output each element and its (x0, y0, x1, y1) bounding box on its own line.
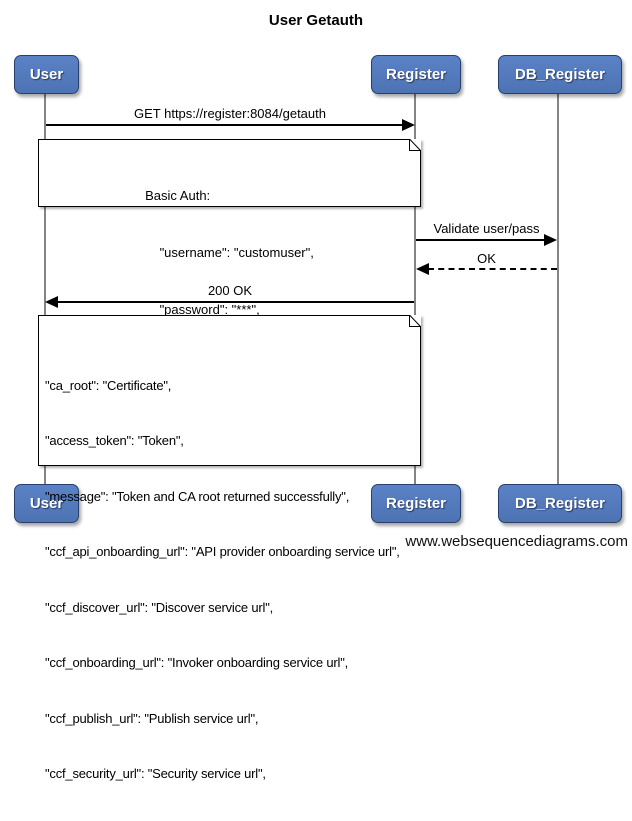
lifeline-user (44, 92, 46, 484)
note-line: "message": "Token and CA root returned s… (45, 488, 350, 504)
websequencediagrams-watermark: www.websequencediagrams.com (405, 533, 628, 550)
arrowhead-right-icon (402, 119, 415, 131)
note-line: "ccf_api_onboarding_url": "API provider … (45, 544, 400, 559)
message-line-ok-dashed (428, 268, 557, 270)
actor-db-register-top: DB_Register (498, 55, 622, 94)
note-line: "ccf_security_url": "Security service ur… (45, 766, 266, 781)
sequence-diagram: User Getauth User Register DB_Register G… (14, 12, 628, 781)
lifeline-db-register (557, 92, 559, 484)
actor-db-register-bottom: DB_Register (498, 484, 622, 523)
note-line: "username": "customuser", (145, 245, 314, 260)
note-basic-auth-text: Basic Auth: "username": "customuser", "p… (145, 148, 314, 357)
message-line-validate (416, 239, 546, 241)
note-folded-corner-icon (409, 315, 421, 327)
message-line-200-ok (57, 301, 414, 303)
note-line: Basic Auth: (145, 188, 211, 203)
actor-user-top: User (14, 55, 79, 94)
note-line: "password": "***", (145, 302, 260, 317)
message-label-validate: Validate user/pass (433, 221, 540, 236)
actor-register-top: Register (371, 55, 461, 94)
message-label-ok: OK (477, 251, 496, 266)
arrowhead-left-icon (416, 263, 429, 275)
note-line: "access_token": "Token", (45, 433, 184, 448)
message-line-get (46, 124, 404, 126)
note-line: "ca_root": "Certificate", (45, 377, 172, 393)
message-label-200-ok: 200 OK (207, 283, 253, 298)
arrowhead-left-icon (45, 296, 58, 308)
note-line: "ccf_publish_url": "Publish service url"… (45, 710, 259, 726)
note-line: "ccf_discover_url": "Discover service ur… (45, 599, 274, 615)
note-token-response: "ca_root": "Certificate", "access_token"… (38, 315, 421, 781)
note-line: "ccf_onboarding_url": "Invoker onboardin… (45, 655, 349, 670)
arrowhead-right-icon (544, 234, 557, 246)
actor-user-bottom: User (14, 484, 79, 523)
message-label-get-getauth: GET https://register:8084/getauth (134, 106, 326, 121)
note-folded-corner-icon (409, 139, 421, 151)
diagram-title: User Getauth (268, 12, 364, 29)
note-basic-auth: Basic Auth: "username": "customuser", "p… (38, 139, 421, 317)
lifeline-register (414, 92, 416, 484)
actor-register-bottom: Register (371, 484, 461, 523)
